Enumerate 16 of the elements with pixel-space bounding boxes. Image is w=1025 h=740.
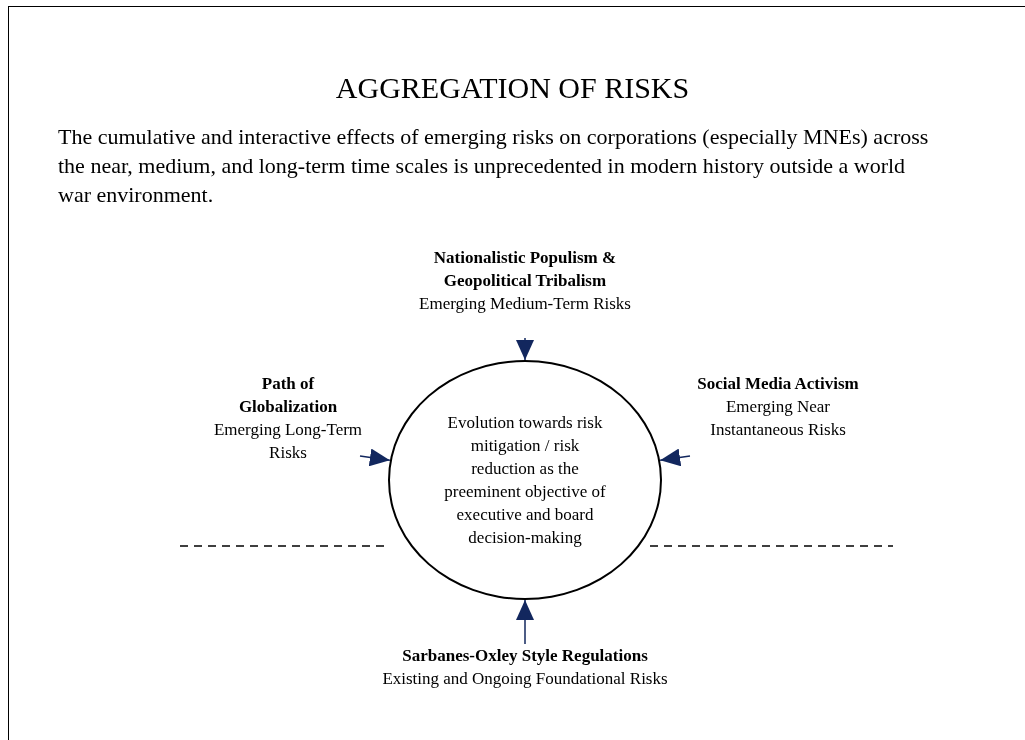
risk-description: Existing and Ongoing Foundational Risks: [381, 668, 669, 690]
risk-description: Emerging Medium-Term Risks: [418, 293, 632, 315]
intro-paragraph: The cumulative and interactive effects of emerging risks on corporations (especially MNEs) across the near, medium, and long-term time scales is unprecedented in modern history outside a world war environment.: [58, 123, 930, 209]
risk-heading: Social Media Activism: [696, 373, 860, 395]
arrow: [659, 448, 691, 467]
arrow: [359, 448, 391, 467]
risk-heading: Path of Globalization: [237, 373, 339, 418]
center-circle: [388, 360, 662, 600]
arrow: [516, 599, 534, 645]
risk-description: Emerging Near Instantaneous Risks: [709, 396, 847, 441]
risk-description: Emerging Long-Term Risks: [213, 419, 363, 464]
risk-heading: Sarbanes-Oxley Style Regulations: [401, 645, 649, 667]
risk-heading: Nationalistic Populism & Geopolitical Tribalism: [432, 247, 618, 292]
circle-text: Evolution towards risk mitigation / risk reduction as the preeminent objective of executive and board decision-making: [443, 412, 607, 549]
arrow: [516, 337, 534, 361]
slide-title: AGGREGATION OF RISKS: [334, 70, 691, 106]
